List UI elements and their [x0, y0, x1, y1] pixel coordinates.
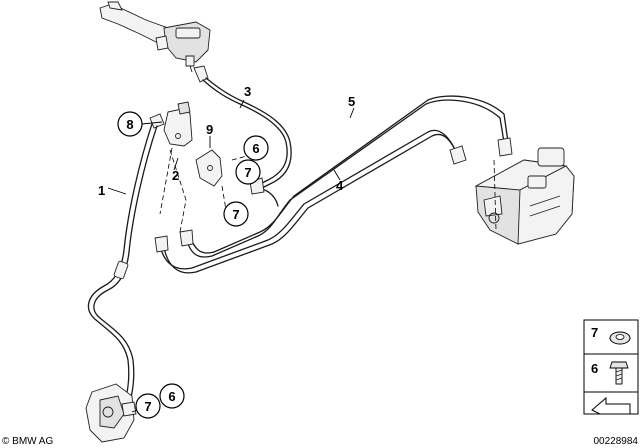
- callout-group: 1 2 3 4 5 9 8 6 7 7 7 6: [98, 84, 355, 419]
- legend-item-7-label: 7: [591, 325, 598, 340]
- callout-7a: 7: [244, 165, 251, 180]
- callout-7c-circle: [135, 393, 161, 419]
- bracket-9: [195, 149, 223, 187]
- callout-3: 3: [244, 84, 251, 99]
- callout-4: 4: [336, 178, 344, 193]
- brake-lever-master-cylinder: [99, 1, 211, 73]
- callout-8: 8: [126, 117, 133, 132]
- parts-legend: 7 6: [583, 319, 639, 415]
- callout-1: 1: [98, 183, 105, 198]
- callout-9: 9: [206, 122, 213, 137]
- washer-icon: [609, 331, 631, 345]
- callout-7c: 7: [144, 399, 151, 414]
- abs-pressure-modulator: [474, 147, 575, 245]
- direction-arrow-icon: [591, 396, 631, 415]
- callout-7a-circle: [235, 159, 261, 185]
- bolt-icon: [609, 361, 629, 385]
- legend-item-6-label: 6: [591, 361, 598, 376]
- callout-8-circle: [117, 111, 143, 137]
- callout-5: 5: [348, 94, 355, 109]
- callout-6b-circle: [159, 383, 185, 409]
- callout-7b-circle: [223, 201, 249, 227]
- callout-6a: 6: [252, 141, 259, 156]
- callout-6a-circle: [243, 135, 269, 161]
- bracket-2: [163, 101, 193, 147]
- brake-hose-1: [87, 113, 165, 405]
- callout-7b: 7: [232, 207, 239, 222]
- brake-hose-3: [193, 65, 292, 189]
- callout-6b: 6: [168, 389, 175, 404]
- callout-2: 2: [172, 168, 179, 183]
- image-number: 00228984: [594, 436, 639, 447]
- copyright-text: © BMW AG: [2, 436, 53, 447]
- brake-caliper: [85, 383, 137, 443]
